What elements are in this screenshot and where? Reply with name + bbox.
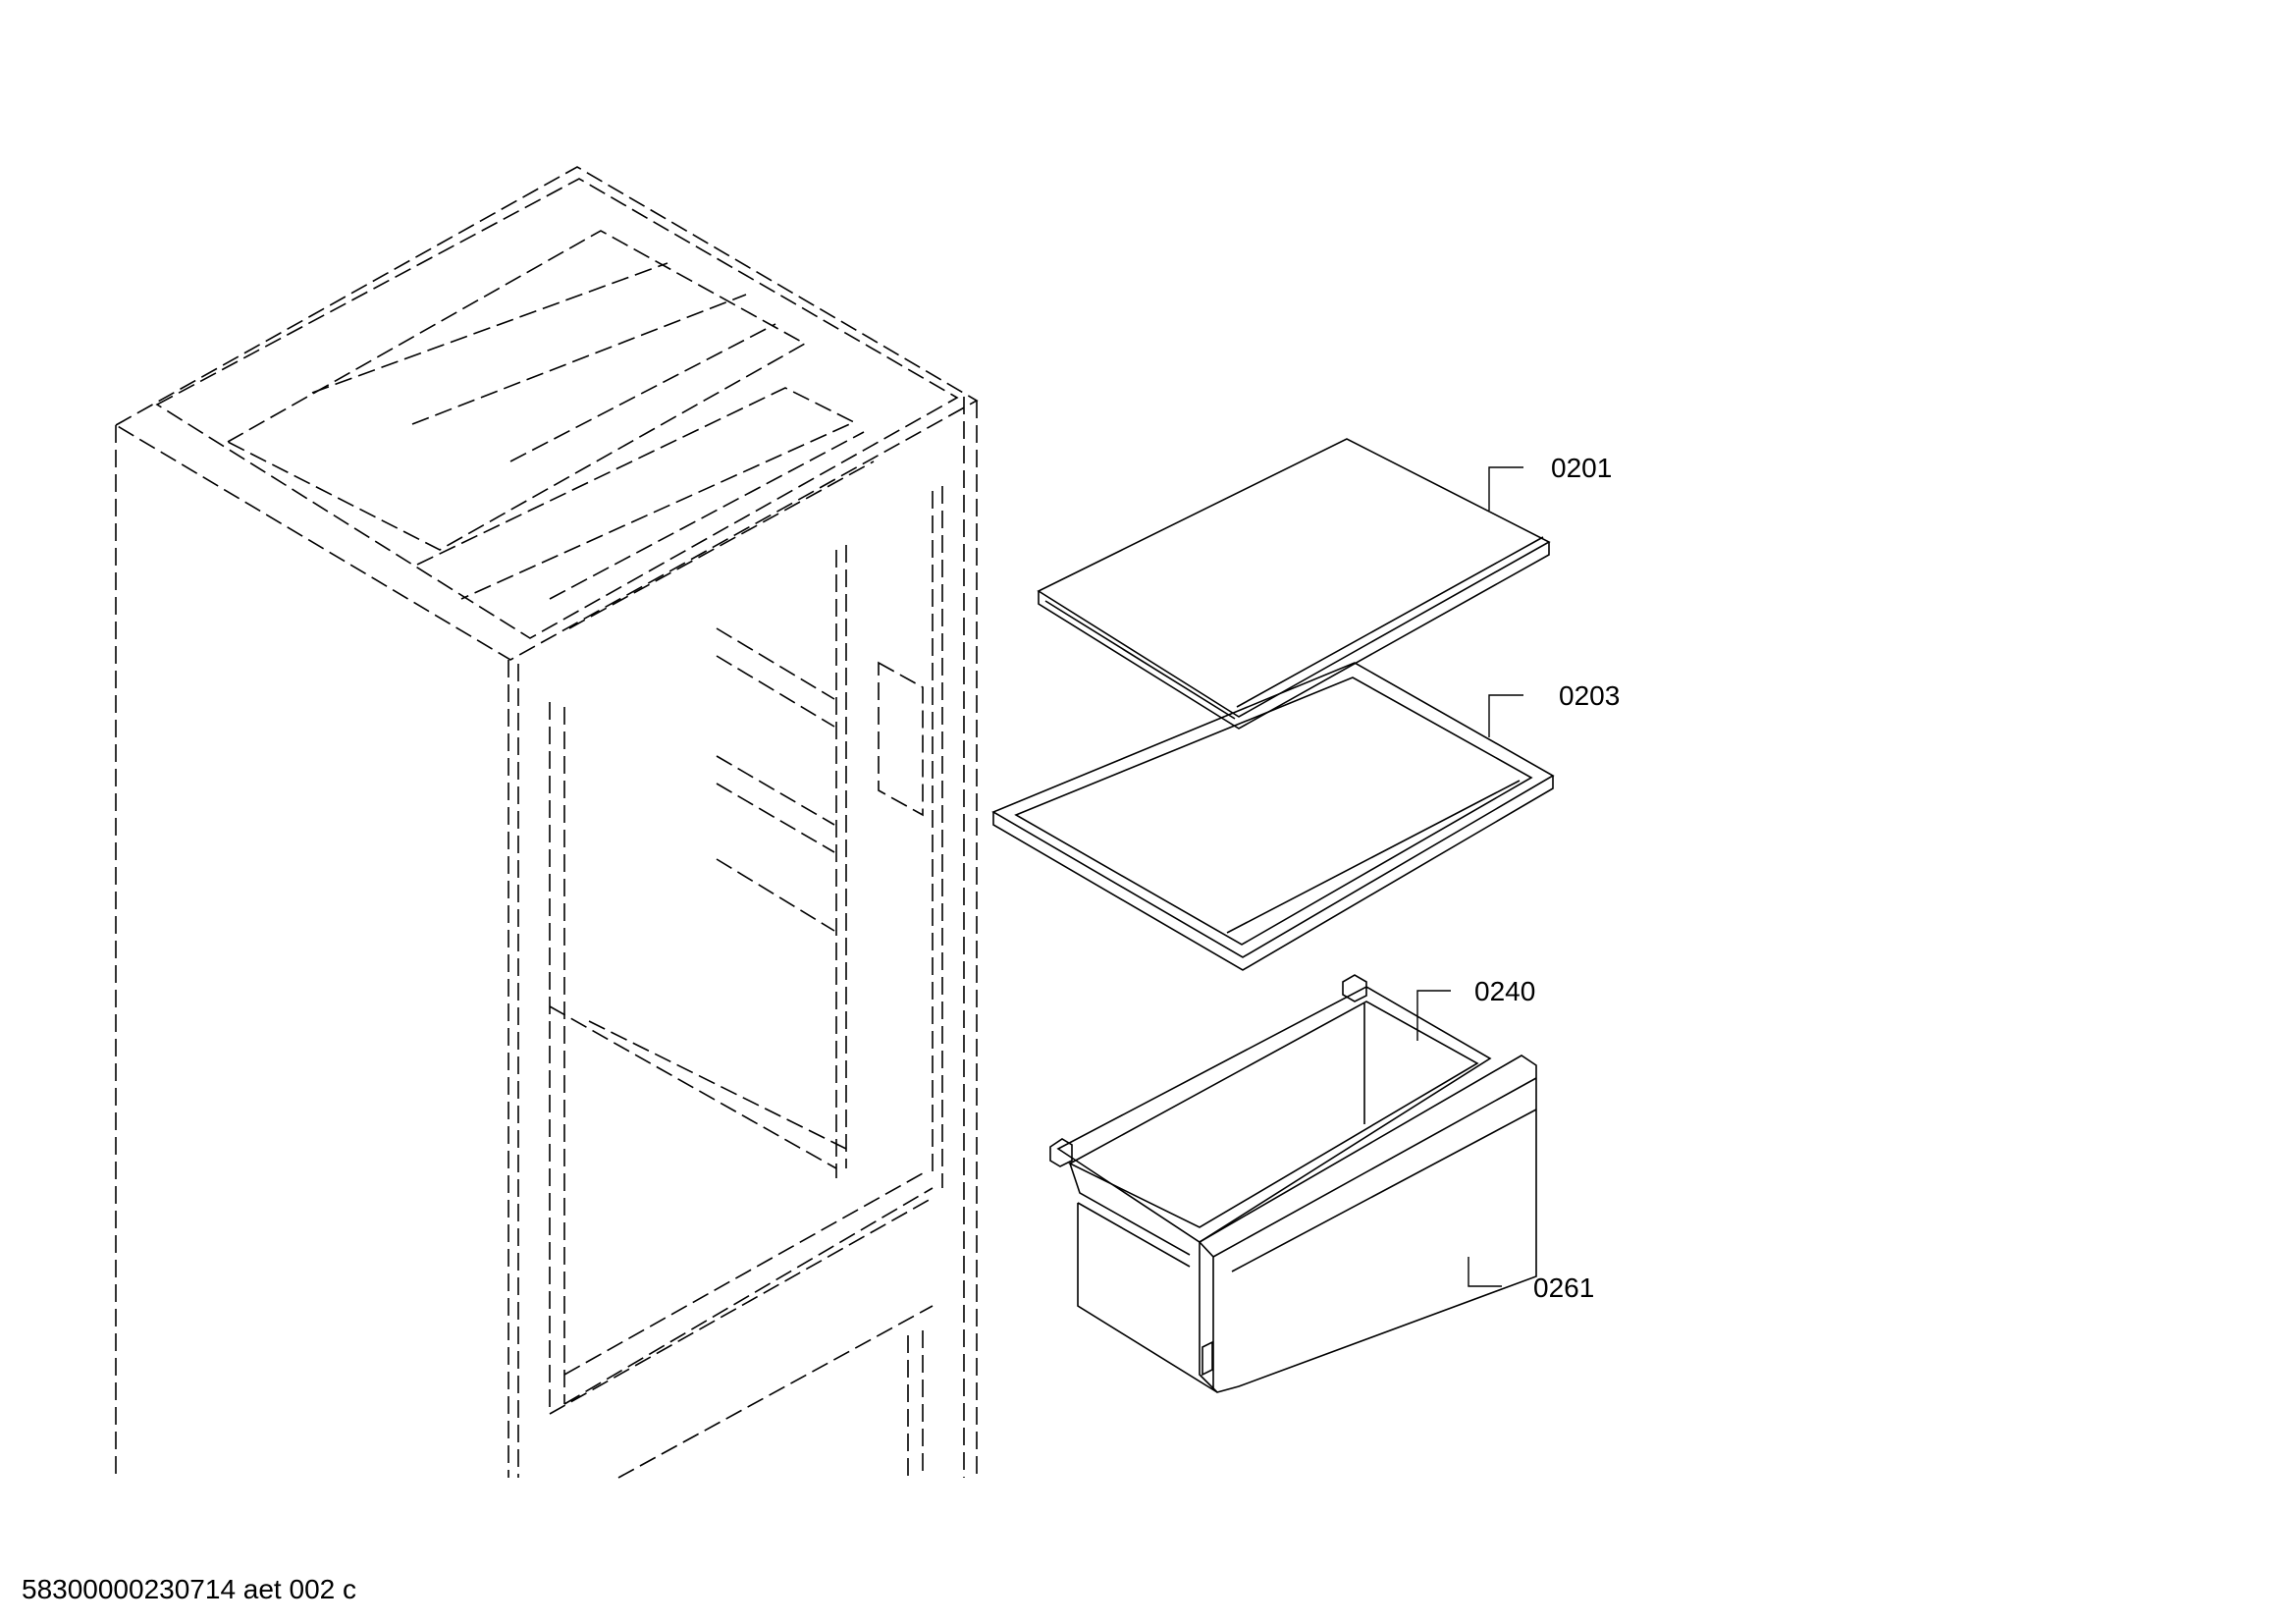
leader-lines: [1416, 466, 1523, 1287]
part-label-0201: 0201: [1551, 453, 1612, 483]
part-label-0240: 0240: [1474, 976, 1535, 1006]
drawer-front-panel-icon: [1199, 1055, 1537, 1393]
shelf-frame-icon: [991, 662, 1555, 971]
glass-shelf-icon: [1037, 438, 1551, 730]
crisper-drawer-icon: [1049, 974, 1492, 1393]
part-label-0203: 0203: [1559, 680, 1620, 711]
document-code: 58300000230714 aet 002 c: [22, 1574, 356, 1604]
fridge-cabinet-outline: [114, 166, 979, 1479]
part-label-0261: 0261: [1533, 1272, 1594, 1303]
